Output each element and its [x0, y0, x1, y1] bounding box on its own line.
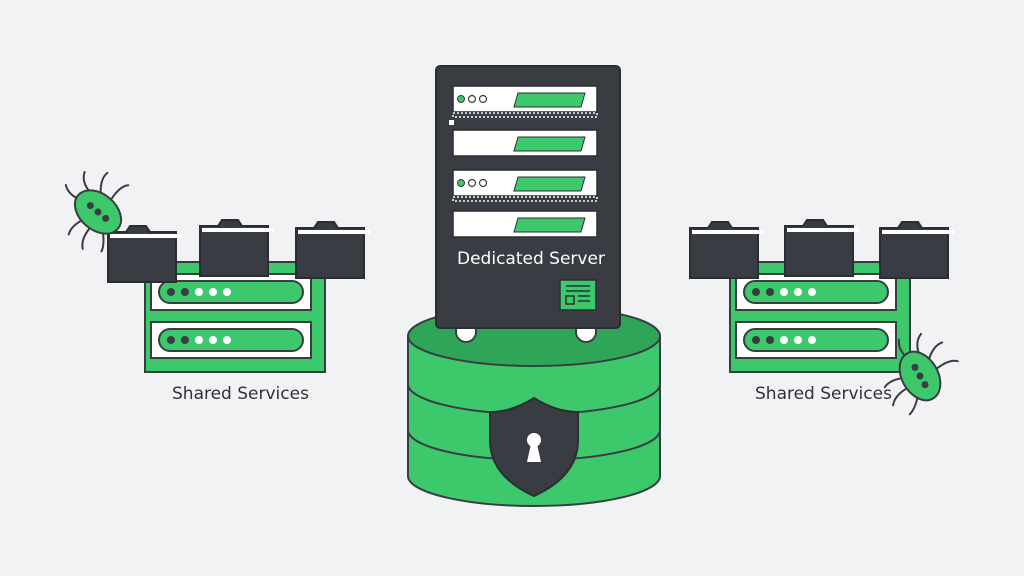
folder-icon	[784, 219, 860, 277]
shared-server-right	[729, 261, 911, 373]
folder-icon	[879, 221, 955, 279]
server-rack-icon	[435, 65, 621, 343]
shared-services-label-left: Shared Services	[172, 384, 309, 404]
shared-services-label-right: Shared Services	[755, 384, 892, 404]
folder-icon	[107, 225, 183, 283]
folder-icon	[295, 221, 371, 279]
document-icon	[559, 279, 597, 311]
folder-icon	[689, 221, 765, 279]
folder-icon	[199, 219, 275, 277]
shield-lock-icon	[489, 396, 579, 498]
dedicated-server-label: Dedicated Server	[457, 249, 605, 269]
